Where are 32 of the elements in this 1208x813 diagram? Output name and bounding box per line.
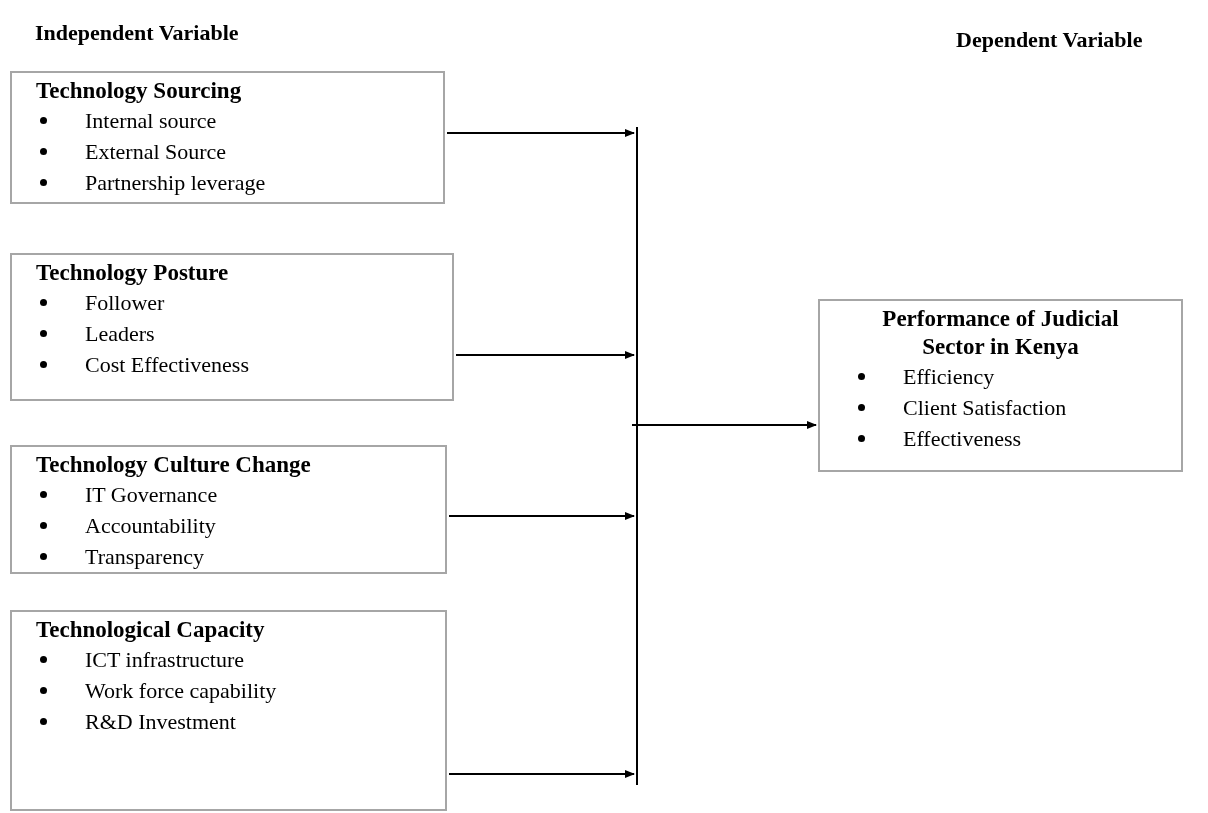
column-heading: Independent Variable [35,19,239,47]
bullet-text: Effectiveness [903,425,1022,453]
bullet-text: Internal source [85,107,217,135]
variable-box [818,299,1183,472]
bullet-text: Leaders [85,320,155,348]
bullet-text: Efficiency [903,363,995,391]
arrow [448,770,635,778]
variable-box [10,71,445,204]
box-heading: Performance of Judicial Sector in Kenya [881,305,1120,361]
box-heading: Technology Culture Change [36,451,312,479]
bullet-text: External Source [85,138,227,166]
bullet-text: Transparency [85,543,204,571]
box-heading: Technological Capacity [36,616,266,644]
bullet-text: Accountability [85,512,216,540]
bullet-text: ICT infrastructure [85,646,245,674]
box-heading: Technology Posture [36,259,230,287]
bullet-text: IT Governance [85,481,218,509]
variable-box [10,445,447,574]
arrow [631,421,817,429]
arrow [448,512,635,520]
column-heading: Dependent Variable [956,26,1143,54]
variable-box [10,610,447,811]
bullet-text: Work force capability [85,677,277,705]
arrow [446,129,635,137]
bullet-text: Client Satisfaction [903,394,1067,422]
box-heading: Technology Sourcing [36,77,243,105]
bullet-text: Partnership leverage [85,169,266,197]
bullet-text: Follower [85,289,165,317]
bullet-text: Cost Effectiveness [85,351,249,379]
variable-box [10,253,454,401]
bullet-text: R&D Investment [85,708,236,736]
arrow [455,351,635,359]
